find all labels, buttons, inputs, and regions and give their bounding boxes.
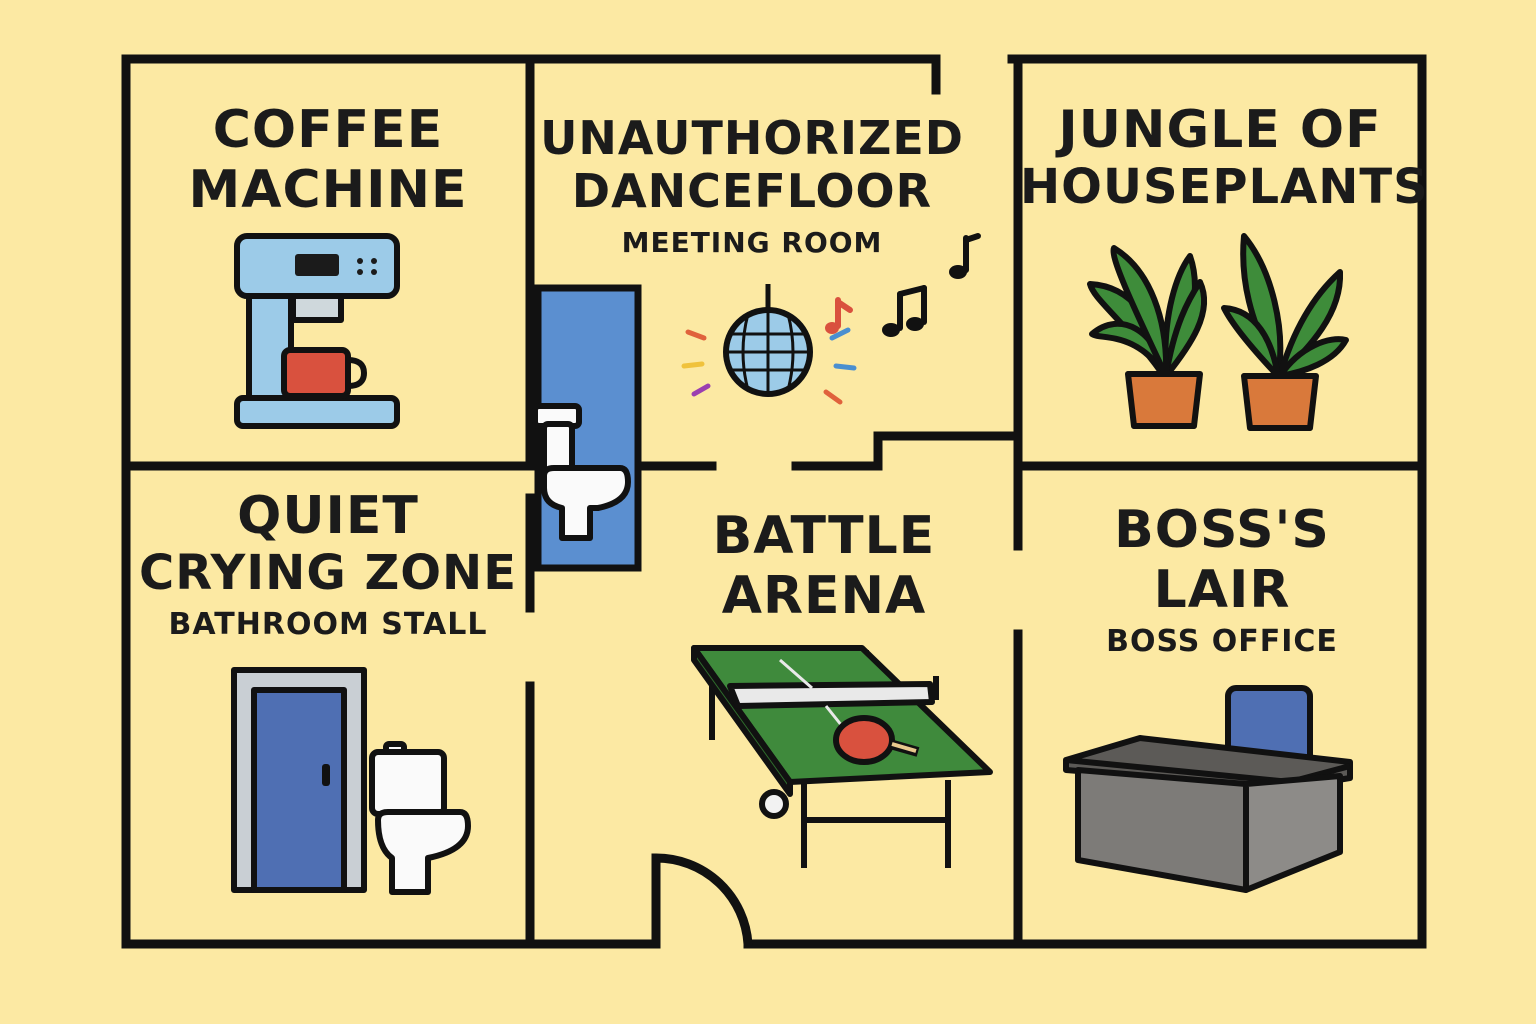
room-title-line: Crying Zone: [138, 545, 518, 602]
room-title-line: Boss's: [1114, 500, 1330, 560]
desk-icon: [1063, 735, 1353, 893]
music-notes-icon: [825, 233, 981, 337]
room-title-line: Lair: [1153, 560, 1291, 621]
room-label-coffee-machine: Coffee Machine: [128, 100, 528, 221]
toilet-icon: [369, 741, 471, 895]
room-label-quiet-crying-zone: Quiet Crying Zone Bathroom Stall: [128, 486, 528, 643]
room-label-jungle-of-houseplants: Jungle of Houseplants: [1020, 100, 1429, 216]
room-label-unauthorized-dancefloor: Unauthorized Dancefloor Meeting Room: [536, 111, 968, 259]
room-title-line: Unauthorized: [540, 111, 964, 165]
room-label-battle-arena: Battle Arena: [620, 506, 1028, 627]
room-subtitle: Meeting Room: [621, 225, 883, 259]
room-title-line: Arena: [721, 566, 927, 627]
room-title-line: Quiet: [237, 486, 419, 546]
room-label-bosss-lair: Boss's Lair Boss Office: [1022, 500, 1422, 659]
room-subtitle: Bathroom Stall: [168, 606, 488, 642]
stall-door-icon: [231, 667, 367, 893]
houseplant-icon: [1087, 233, 1349, 431]
door-swing: [651, 853, 753, 949]
room-title-line: Houseplants: [1020, 159, 1429, 216]
disco-ball-icon: [681, 284, 857, 405]
ping-pong-table-icon: [691, 645, 993, 868]
room-title-line: Machine: [188, 160, 468, 221]
room-title-line: Coffee: [212, 100, 444, 160]
coffee-machine-icon: [234, 233, 400, 429]
room-title-line: Battle: [712, 506, 936, 566]
room-subtitle: Boss Office: [1106, 623, 1338, 659]
room-title-line: Dancefloor: [571, 164, 933, 219]
toilet-icon: [532, 284, 642, 572]
room-title-line: Jungle of: [1058, 100, 1382, 160]
